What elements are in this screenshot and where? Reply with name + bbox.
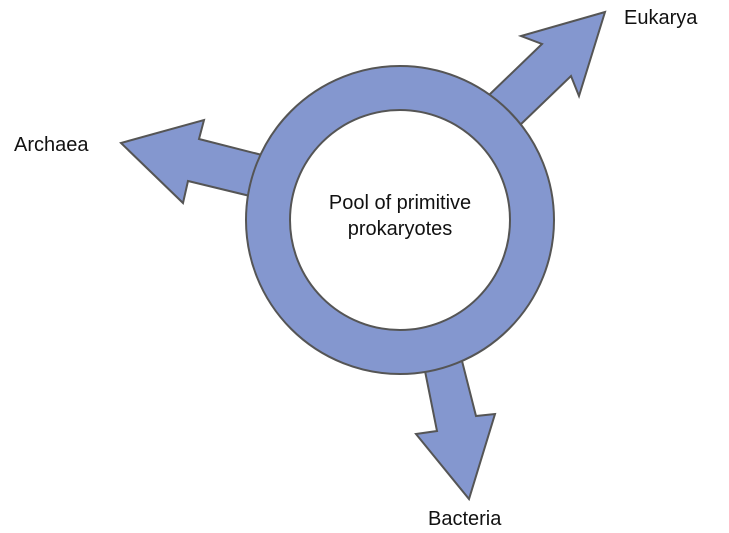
center-label-line1: Pool of primitive [328, 192, 472, 214]
label-archaea: Archaea [14, 134, 89, 156]
center-label: Pool of primitive prokaryotes [300, 190, 500, 242]
label-bacteria: Bacteria [428, 508, 502, 530]
label-eukarya: Eukarya [624, 7, 698, 29]
center-label-line2: prokaryotes [347, 218, 453, 240]
arrow-eukarya [486, 10, 607, 129]
arrow-archaea [119, 118, 264, 205]
arrow-bacteria [414, 355, 497, 502]
ring [244, 65, 556, 375]
